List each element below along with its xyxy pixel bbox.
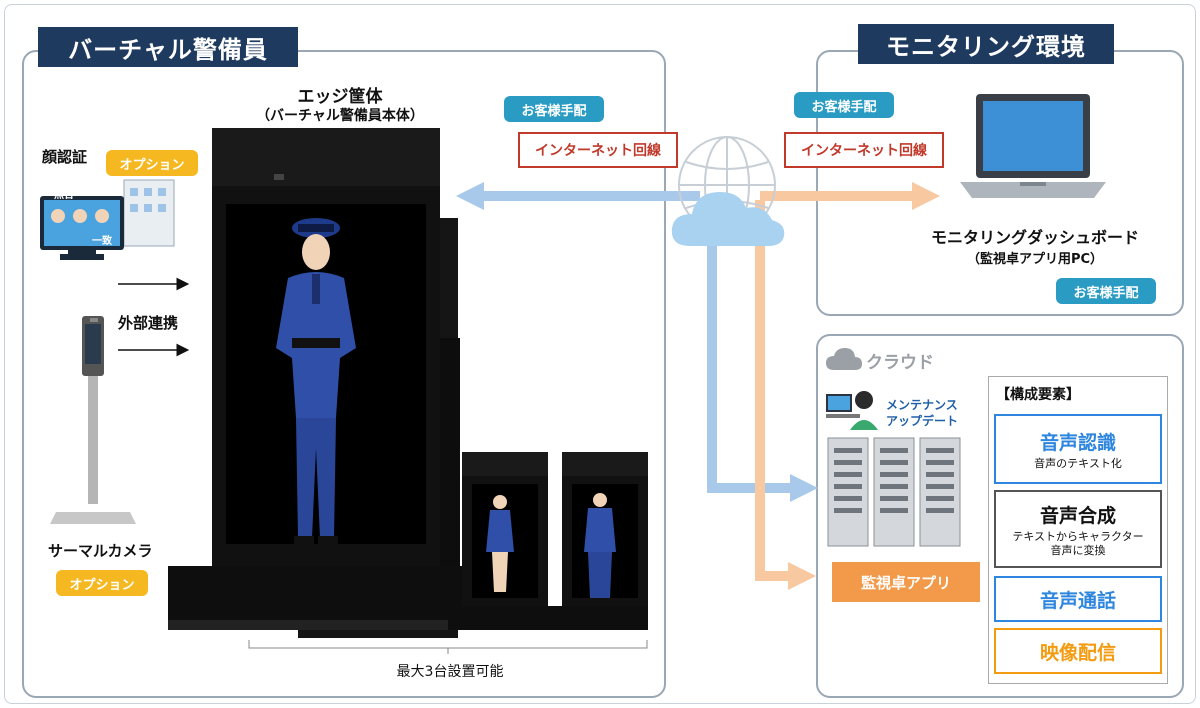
virtual-guard-title: バーチャル警備員 [38,27,298,67]
component-video-distribution: 映像配信 [994,628,1162,674]
maintenance-label-line2: アップデート [886,414,959,428]
components-title: 【構成要素】 [996,387,1080,403]
face-auth-option-badge: オプション [106,150,198,176]
cloud-icon [671,192,785,246]
component-name: 映像配信 [1039,641,1116,664]
component-desc: 音声のテキスト化 [1034,456,1122,470]
edge-housing-small-1 [448,452,548,630]
monitor-app-box: 監視卓アプリ [832,562,980,602]
cloud-title: クラウド [866,353,934,373]
component-name: 音声認識 [1039,431,1116,454]
dashboard-sub-label: （監視卓アプリ用PC） [966,252,1104,267]
customer-arranged-left-badge: お客様手配 [504,96,604,122]
edge-housing-title: エッジ筐体 [297,87,383,107]
thermal-camera-option-badge: オプション [56,570,148,596]
external-link-arrows [118,277,190,357]
component-speech-synthesis: 音声合成 テキストからキャラクター音声に変換 [994,490,1162,568]
units-bracket [248,640,648,654]
edge-housing-small-2 [548,452,648,630]
monitoring-title: モニタリング環境 [858,24,1114,64]
server-rack-icon [827,437,961,547]
component-name: 音声合成 [1039,504,1116,527]
outer-frame [4,4,1196,704]
maintenance-label-line1: メンテナンス [886,398,958,412]
component-speech-recognition: 音声認識 音声のテキスト化 [994,414,1162,484]
edge-housing-subtitle: （バーチャル警備員本体） [256,108,424,124]
thermal-camera-label: サーマルカメラ [48,542,153,560]
maintenance-person-icon [826,391,878,430]
component-voice-call: 音声通話 [994,576,1162,622]
component-name: 音声通話 [1039,589,1116,612]
cloud-small-icon [826,348,862,370]
max-units-label: 最大3台設置可能 [396,664,504,680]
laptop-icon [960,94,1106,198]
security-guard-figure [276,218,356,546]
dashboard-label: モニタリングダッシュボード [930,228,1139,247]
face-auth-terminal [40,179,175,260]
customer-arranged-pc-badge: お客様手配 [1056,278,1156,304]
face-auth-label: 顔認証 [42,148,88,166]
thermal-camera-stand [50,316,136,524]
internet-line-right: インターネット回線 [784,132,944,168]
component-desc: テキストからキャラクター音声に変換 [1012,529,1144,557]
customer-arranged-right-badge: お客様手配 [794,92,894,118]
face-auth-screen-small-label: 照合 [54,190,74,201]
internet-line-left: インターネット回線 [518,132,678,168]
external-link-label: 外部連携 [118,314,179,332]
face-auth-screen-match-label: 一致 [92,236,112,247]
